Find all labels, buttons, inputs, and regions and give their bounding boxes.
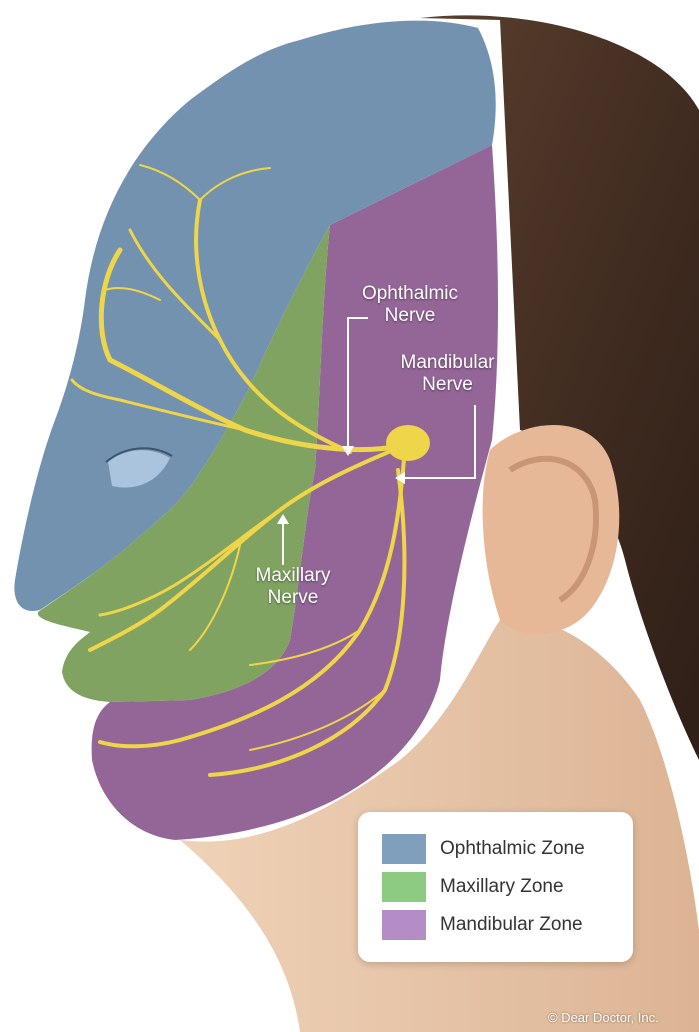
mandibular-nerve-label: Mandibular Nerve — [385, 352, 510, 396]
maxillary-nerve-label: Maxillary Nerve — [238, 565, 348, 609]
legend-swatch-maxillary — [382, 872, 426, 902]
legend: Ophthalmic Zone Maxillary Zone Mandibula… — [358, 812, 633, 962]
legend-item-mandibular: Mandibular Zone — [382, 910, 583, 940]
copyright-notice: © Dear Doctor, Inc. — [548, 1010, 659, 1025]
legend-swatch-ophthalmic — [382, 834, 426, 864]
ophthalmic-nerve-label: Ophthalmic Nerve — [355, 283, 465, 327]
legend-item-maxillary: Maxillary Zone — [382, 872, 564, 902]
legend-label-mandibular: Mandibular Zone — [440, 914, 583, 936]
legend-item-ophthalmic: Ophthalmic Zone — [382, 834, 585, 864]
legend-swatch-mandibular — [382, 910, 426, 940]
trigeminal-ganglion — [386, 425, 430, 461]
legend-label-maxillary: Maxillary Zone — [440, 876, 564, 898]
legend-label-ophthalmic: Ophthalmic Zone — [440, 838, 585, 860]
